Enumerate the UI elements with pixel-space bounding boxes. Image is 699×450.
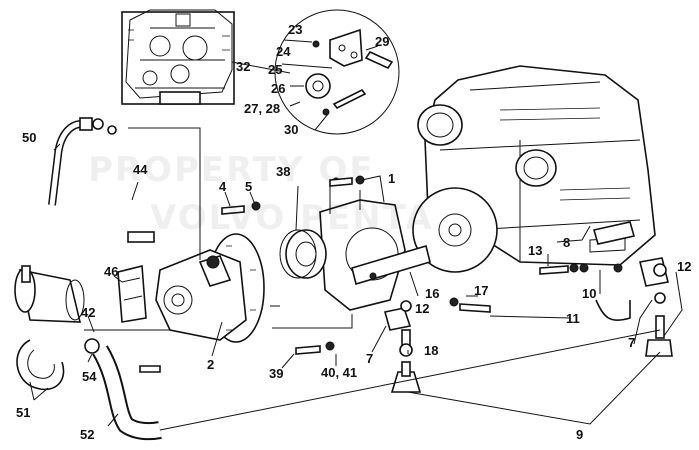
heat-exchanger bbox=[14, 265, 85, 391]
callout-51: 51 bbox=[16, 405, 31, 420]
callout-10: 10 bbox=[582, 286, 597, 301]
detail-circle bbox=[231, 9, 400, 135]
callout-4: 4 bbox=[219, 179, 227, 194]
callout-7a: 7 bbox=[366, 351, 374, 366]
engine-mounts bbox=[384, 221, 673, 393]
callout-7b: 7 bbox=[628, 335, 636, 350]
callout-52: 52 bbox=[80, 427, 95, 442]
callout-30: 30 bbox=[284, 122, 299, 137]
callout-13: 13 bbox=[528, 243, 543, 258]
callout-26: 26 bbox=[271, 81, 286, 96]
bolts bbox=[139, 175, 579, 373]
hose-50 bbox=[48, 117, 117, 206]
callout-38: 38 bbox=[276, 164, 291, 179]
bracket-46 bbox=[117, 264, 147, 323]
callout-12a: 12 bbox=[677, 259, 692, 274]
callout-9: 9 bbox=[576, 427, 584, 442]
callout-42: 42 bbox=[81, 305, 96, 320]
callout-17: 17 bbox=[474, 283, 489, 298]
callout-8: 8 bbox=[563, 235, 571, 250]
hose-44 bbox=[86, 187, 180, 261]
callout-16: 16 bbox=[425, 286, 440, 301]
callout-18: 18 bbox=[424, 343, 439, 358]
callout-40-41: 40, 41 bbox=[321, 365, 358, 380]
callout-44: 44 bbox=[133, 162, 148, 177]
callout-23: 23 bbox=[288, 22, 303, 37]
callout-29: 29 bbox=[375, 34, 390, 49]
callout-1: 1 bbox=[388, 171, 396, 186]
callout-46: 46 bbox=[104, 264, 119, 279]
hose-52 bbox=[84, 338, 162, 441]
leader-lines bbox=[29, 127, 683, 431]
damper-coupling bbox=[279, 229, 327, 279]
watermark-line-2: VOLVO PENTA bbox=[150, 198, 434, 238]
callout-5: 5 bbox=[245, 179, 253, 194]
callout-27-28: 27, 28 bbox=[244, 101, 281, 116]
engine-block bbox=[412, 65, 656, 273]
gearbox-unit bbox=[155, 233, 265, 343]
callout-2: 2 bbox=[207, 357, 215, 372]
callout-12b: 12 bbox=[415, 301, 430, 316]
callout-11: 11 bbox=[566, 311, 580, 326]
callout-25: 25 bbox=[268, 62, 283, 77]
callout-32: 32 bbox=[236, 59, 251, 74]
callout-24: 24 bbox=[276, 44, 291, 59]
engine-thumbnail bbox=[121, 9, 235, 105]
callout-50: 50 bbox=[22, 130, 37, 145]
watermark-line-1: PROPERTY OF bbox=[88, 150, 375, 190]
callout-39: 39 bbox=[269, 366, 284, 381]
callout-54: 54 bbox=[82, 369, 97, 384]
